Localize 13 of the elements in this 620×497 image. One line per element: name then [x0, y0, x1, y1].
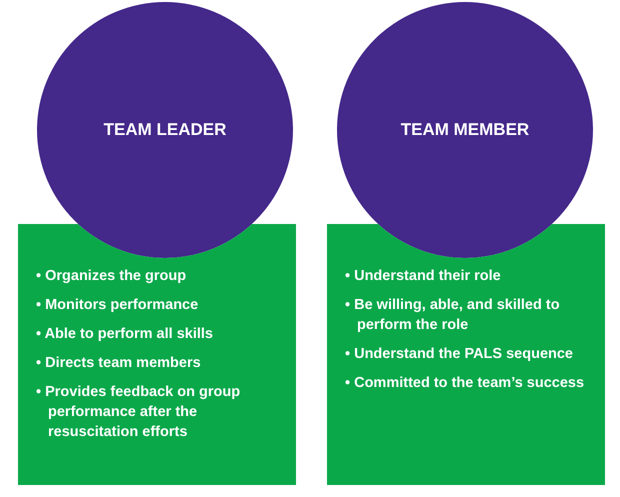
bullet-item: • Organizes the group: [36, 267, 188, 286]
bullet-item: • Committed to the team’s success: [345, 374, 586, 393]
bullet-item: • Understand their role: [345, 267, 502, 286]
responsibility-panel: [327, 224, 605, 485]
bullet-item: • Provides feedback on group performance after the resuscitation efforts: [36, 383, 242, 442]
responsibility-panel: [18, 224, 296, 485]
bullet-item: • Be willing, able, and skilled to perform the role: [345, 296, 561, 335]
bullet-item: • Able to perform all skills: [36, 325, 214, 344]
bullet-item: • Directs team members: [36, 354, 202, 373]
role-title: TEAM LEADER: [104, 120, 226, 140]
bullet-item: • Understand the PALS sequence: [345, 345, 574, 364]
role-title: TEAM MEMBER: [400, 120, 530, 140]
bullet-item: • Monitors performance: [36, 296, 200, 315]
